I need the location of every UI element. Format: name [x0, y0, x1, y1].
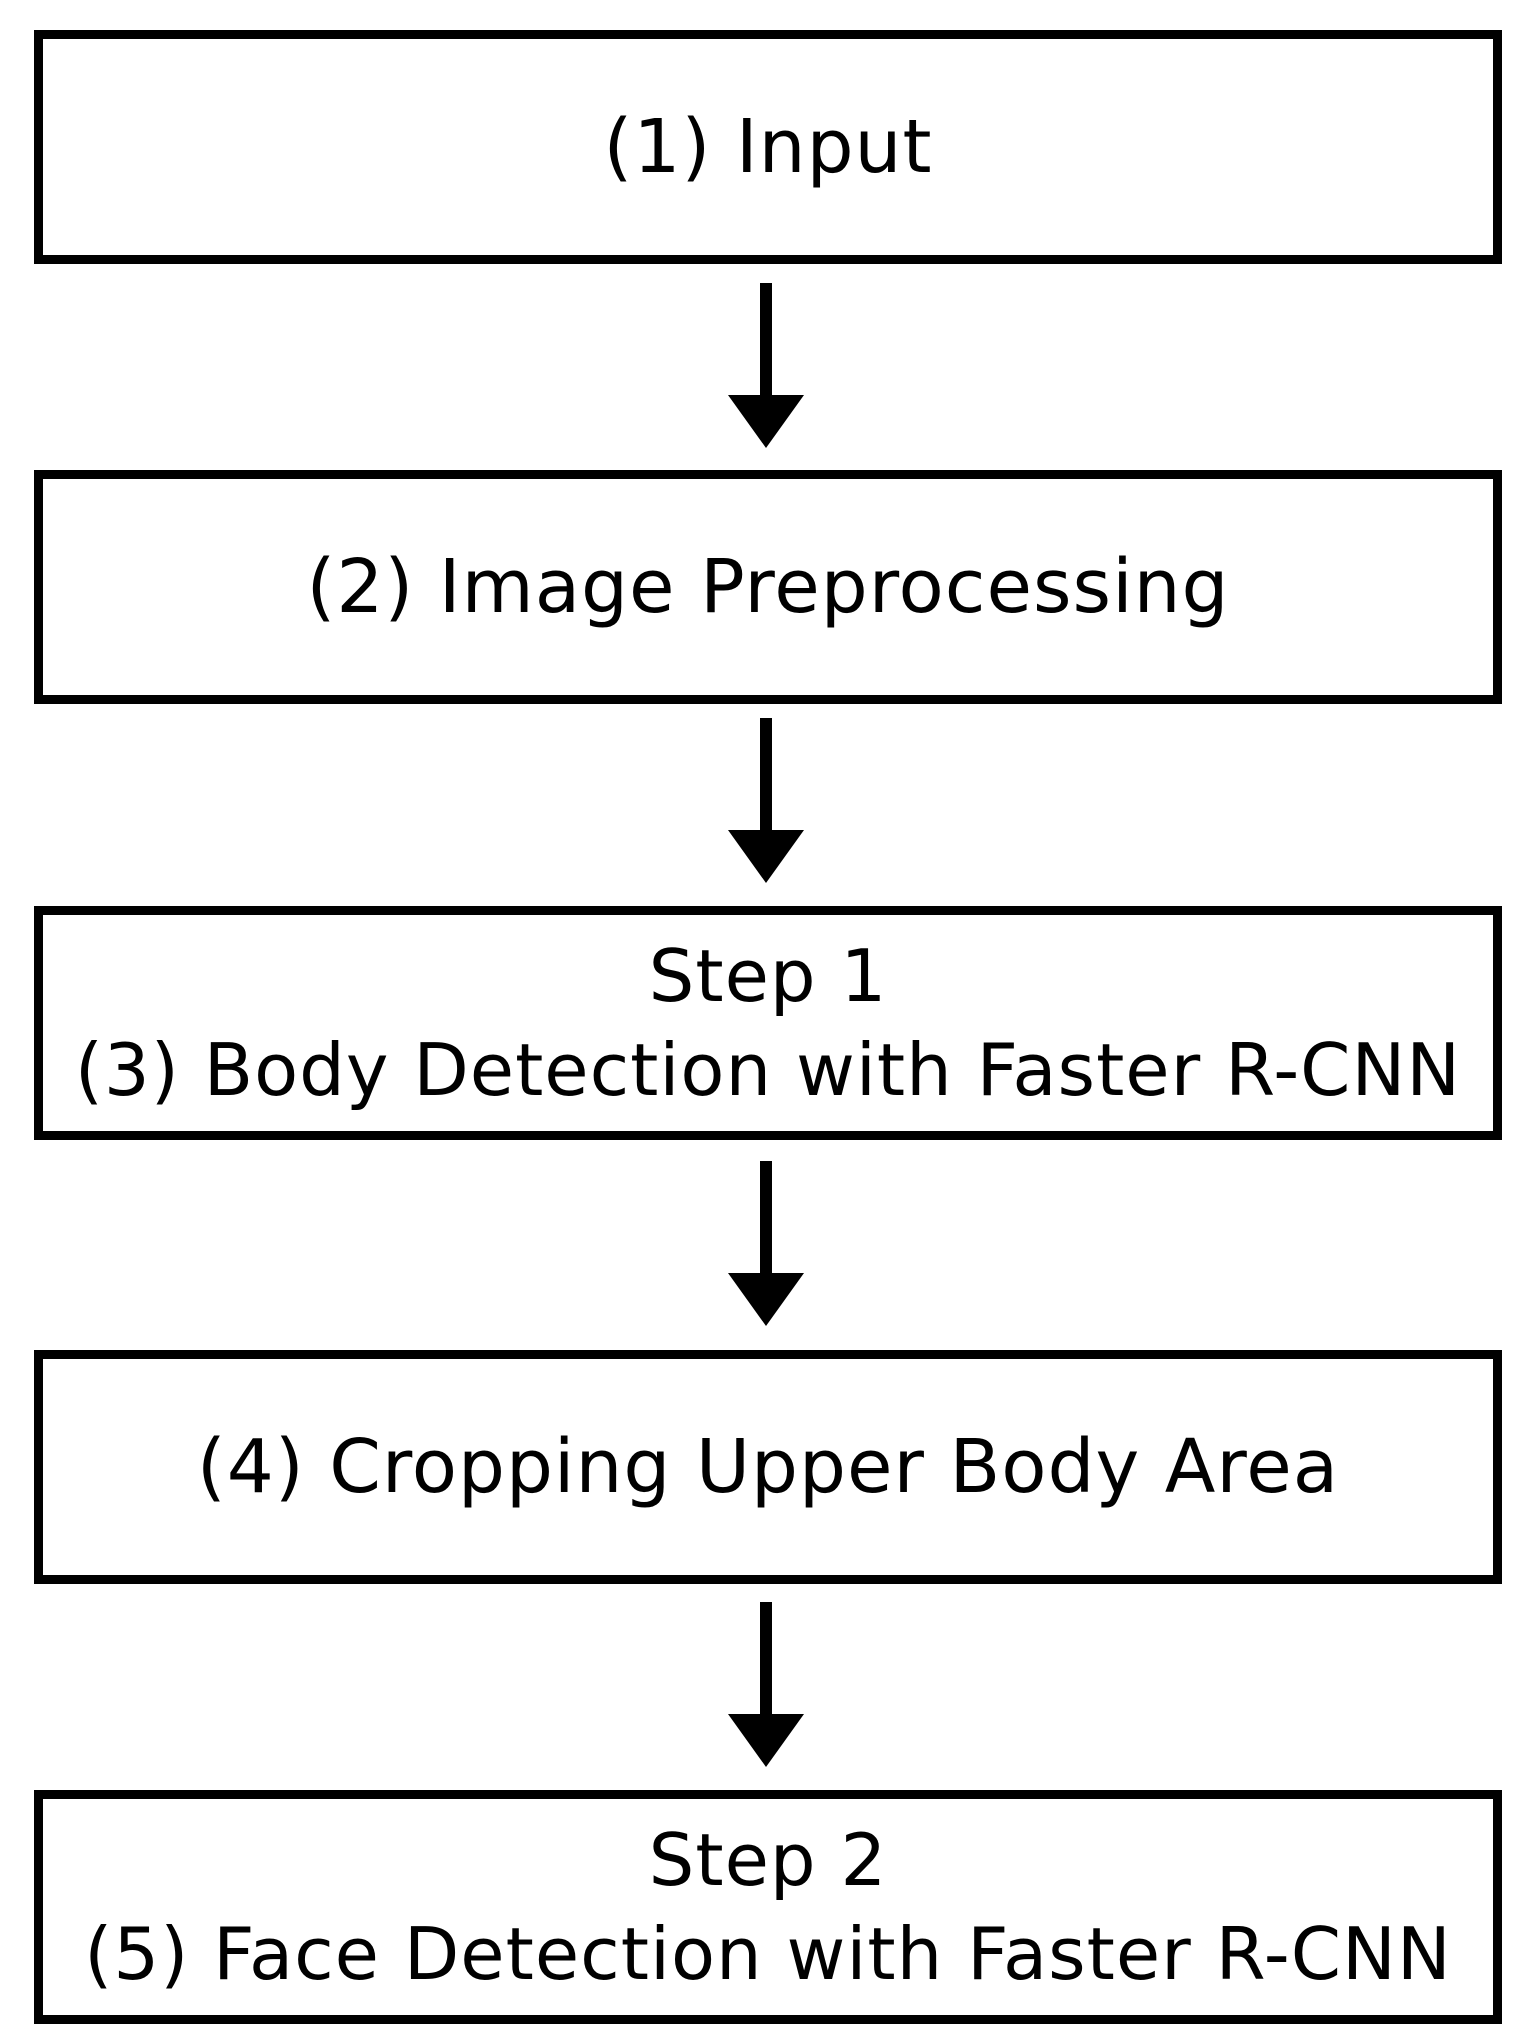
- step-face-detection-box: Step 2 (5) Face Detection with Faster R-…: [34, 1790, 1502, 2024]
- arrow-down-icon: [728, 283, 804, 448]
- arrow-down-icon: [728, 1602, 804, 1767]
- arrow-down-icon: [728, 718, 804, 883]
- step-image-preprocessing-label: (2) Image Preprocessing: [306, 544, 1230, 630]
- step-cropping-label: (4) Cropping Upper Body Area: [196, 1424, 1340, 1510]
- arrow-down-icon: [728, 1161, 804, 1326]
- step-body-detection-label: (3) Body Detection with Faster R-CNN: [74, 1028, 1462, 1112]
- step-face-detection-stage-label: Step 2: [648, 1818, 888, 1902]
- step-body-detection-stage-label: Step 1: [648, 934, 888, 1018]
- step-input-box: (1) Input: [34, 30, 1502, 264]
- step-image-preprocessing-box: (2) Image Preprocessing: [34, 470, 1502, 704]
- step-face-detection-label: (5) Face Detection with Faster R-CNN: [84, 1912, 1452, 1996]
- step-body-detection-box: Step 1 (3) Body Detection with Faster R-…: [34, 906, 1502, 1140]
- step-cropping-box: (4) Cropping Upper Body Area: [34, 1350, 1502, 1584]
- step-input-label: (1) Input: [603, 104, 933, 190]
